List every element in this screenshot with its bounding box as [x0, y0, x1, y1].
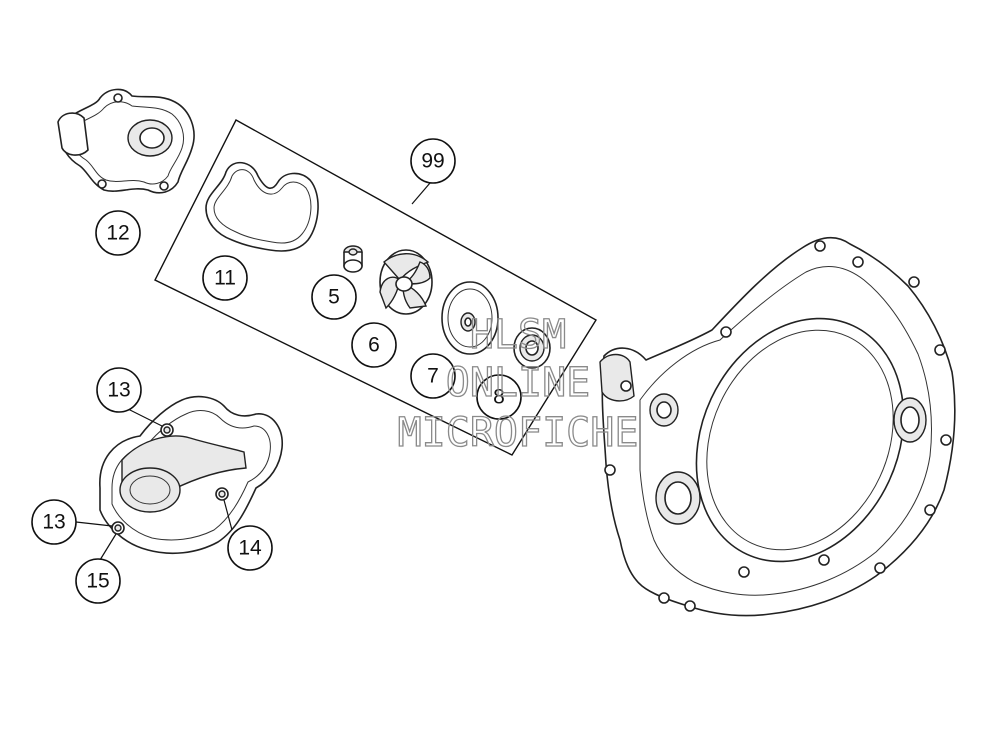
leader-14 [223, 499, 233, 531]
gasket-part-11 [205, 161, 319, 252]
callout-99: 99 [410, 138, 456, 184]
leader-13b [75, 521, 113, 527]
watermark-line-2: ONLINE [446, 360, 591, 406]
callout-6-label: 6 [368, 334, 380, 357]
seal-disc-part-7 [441, 281, 499, 355]
callout-13-lower-label: 13 [42, 511, 65, 534]
callout-15: 15 [75, 558, 121, 604]
leader-99 [411, 182, 431, 205]
watermark-line-3: MICROFICHE [398, 410, 639, 456]
callout-99-label: 99 [421, 150, 444, 173]
callout-15-label: 15 [86, 570, 109, 593]
nut-part-5 [343, 245, 363, 273]
callout-14: 14 [227, 525, 273, 571]
watermark-line-1: HLSM [470, 312, 566, 358]
callout-7-label: 7 [427, 365, 439, 388]
bearing-part-8 [513, 327, 551, 369]
callout-11-label: 11 [214, 267, 236, 290]
callout-14-label: 14 [238, 537, 262, 560]
leader-13a [125, 407, 163, 427]
callout-6: 6 [351, 322, 397, 368]
leader-15 [99, 533, 117, 561]
callout-13-upper: 13 [96, 367, 142, 413]
pump-housing-part-12 [57, 88, 195, 194]
callout-12: 12 [95, 210, 141, 256]
callout-5: 5 [311, 274, 357, 320]
watermark: HLSM ONLINE MICROFICHE [397, 311, 639, 456]
clutch-cover [599, 236, 956, 617]
callout-12-label: 12 [106, 222, 129, 245]
callout-5-label: 5 [328, 286, 340, 309]
callout-13-lower: 13 [31, 499, 77, 545]
water-pump-cover [99, 395, 283, 555]
callout-13-upper-label: 13 [107, 379, 130, 402]
callout-8: 8 [476, 374, 522, 420]
callout-8-label: 8 [493, 386, 505, 409]
callout-7: 7 [410, 353, 456, 399]
kit-outline [154, 119, 597, 456]
impeller-part-6 [379, 249, 433, 315]
callout-11: 11 [202, 255, 248, 301]
